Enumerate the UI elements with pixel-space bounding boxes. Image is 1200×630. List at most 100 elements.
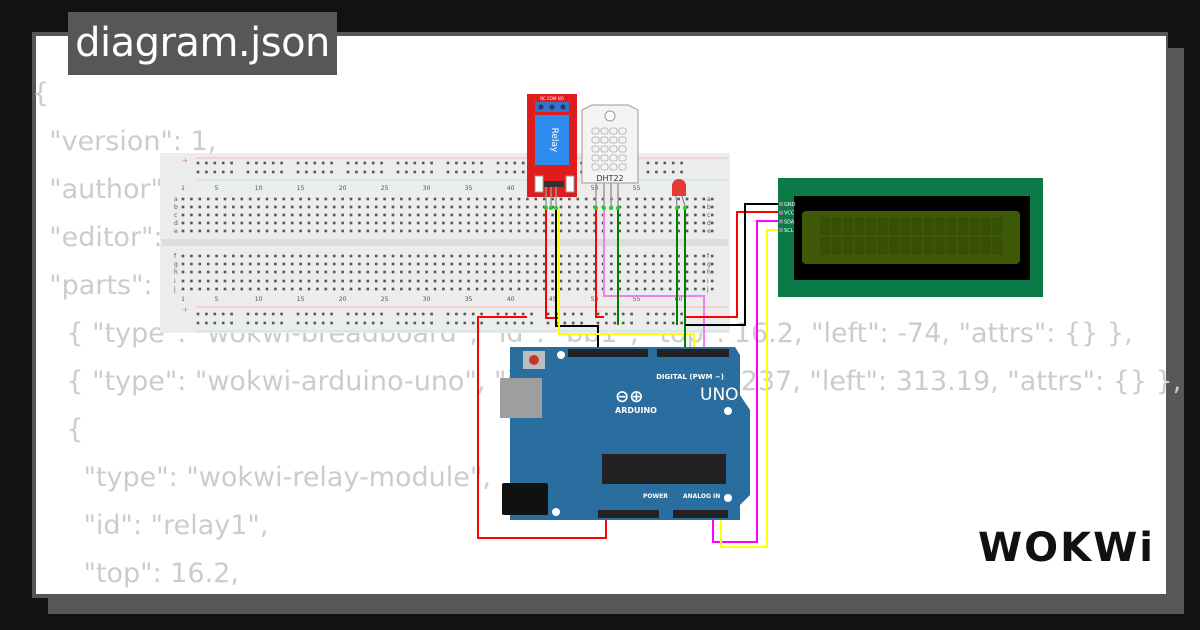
breadboard-hole [316, 279, 319, 283]
rail-hole [663, 161, 667, 165]
row-label: g [174, 261, 178, 268]
breadboard-hole [668, 229, 672, 233]
lcd-char-cell [992, 237, 1003, 255]
breadboard-hole [332, 270, 336, 274]
breadboard-hole [223, 270, 227, 274]
breadboard-hole [391, 254, 395, 258]
dht22-label: DHT22 [596, 174, 623, 183]
rail-hole [380, 312, 383, 316]
breadboard-hole [374, 197, 378, 201]
wire-lcd-sda [712, 220, 790, 543]
breadboard-hole [206, 213, 210, 217]
breadboard-hole [290, 229, 294, 233]
breadboard-hole [257, 197, 260, 201]
breadboard-hole [257, 279, 260, 283]
rail-hole [205, 161, 208, 165]
breadboard: 1155101015152020252530303535404045455050… [160, 153, 730, 333]
breadboard-hole [475, 254, 479, 258]
rail-hole [521, 170, 525, 174]
breadboard-hole [316, 205, 319, 209]
rail-hole [455, 170, 458, 174]
breadboard-hole [232, 197, 235, 201]
dht22-vent [618, 163, 627, 171]
breadboard-hole [307, 197, 311, 201]
breadboard-hole [425, 197, 428, 201]
rail-hole [563, 321, 567, 325]
rail-hole [446, 312, 450, 316]
breadboard-hole [257, 221, 260, 225]
breadboard-hole [349, 254, 353, 258]
breadboard-hole [307, 213, 311, 217]
rail-hole [646, 170, 650, 174]
dht22-vent [609, 154, 618, 162]
breadboard-hole [349, 213, 353, 217]
breadboard-hole [517, 279, 521, 283]
rail-hole [330, 321, 333, 325]
breadboard-hole [383, 270, 386, 274]
breadboard-hole [206, 279, 210, 283]
breadboard-hole [215, 254, 218, 258]
breadboard-hole [391, 262, 395, 266]
lcd-char-cell [958, 217, 968, 235]
rail-hole [546, 312, 550, 316]
breadboard-hole [576, 254, 580, 258]
breadboard-hole [694, 205, 697, 209]
breadboard-hole [215, 221, 218, 225]
rail-hole [663, 321, 667, 325]
breadboard-hole [442, 213, 445, 217]
breadboard-hole [702, 279, 706, 283]
reset-button-cap [529, 355, 539, 365]
rail-hole [430, 161, 433, 165]
breadboard-hole [223, 197, 227, 201]
rail-hole [313, 161, 317, 165]
breadboard-hole [584, 270, 588, 274]
breadboard-hole [509, 279, 512, 283]
breadboard-hole [542, 221, 546, 225]
dht22-vent [618, 136, 627, 144]
breadboard-hole [442, 287, 445, 291]
breadboard-hole [685, 221, 689, 225]
rail-hole [646, 321, 650, 325]
rail-plus-label-bottom: + [182, 305, 189, 314]
breadboard-hole [467, 287, 470, 291]
breadboard-hole [206, 197, 210, 201]
breadboard-hole [660, 262, 664, 266]
rail-hole [513, 161, 517, 165]
breadboard-hole [290, 205, 294, 209]
dht22-vent [600, 154, 609, 162]
breadboard-hole [316, 221, 319, 225]
column-label: 15 [297, 296, 305, 303]
lcd-char-cell [969, 237, 980, 255]
breadboard-hole [215, 197, 218, 201]
rail-hole [405, 170, 408, 174]
lcd-char-cell [981, 237, 991, 255]
breadboard-hole [568, 205, 571, 209]
breadboard-hole [576, 221, 580, 225]
breadboard-hole [442, 221, 445, 225]
row-label: h [707, 269, 711, 276]
breadboard-hole [366, 270, 370, 274]
rail-hole [496, 321, 500, 325]
rail-hole [546, 321, 550, 325]
rail-hole [421, 312, 425, 316]
breadboard-hole [374, 205, 378, 209]
led-body [672, 179, 686, 196]
dht22-vent [609, 145, 618, 153]
lcd-char-cell [923, 217, 934, 235]
relay-screw [549, 104, 555, 110]
breadboard-hole [710, 213, 714, 217]
breadboard-hole [248, 221, 252, 225]
breadboard-hole [626, 254, 630, 258]
column-label: 55 [633, 185, 641, 192]
rail-hole [246, 170, 250, 174]
arduino-model: UNO [700, 385, 739, 405]
breadboard-hole [299, 279, 302, 283]
breadboard-hole [282, 213, 286, 217]
rail-hole [271, 321, 275, 325]
breadboard-hole [467, 221, 470, 225]
breadboard-hole [383, 254, 386, 258]
column-label: 30 [423, 185, 431, 192]
breadboard-hole [559, 279, 563, 283]
lcd-char-cell [992, 217, 1003, 235]
breadboard-hole [425, 270, 428, 274]
